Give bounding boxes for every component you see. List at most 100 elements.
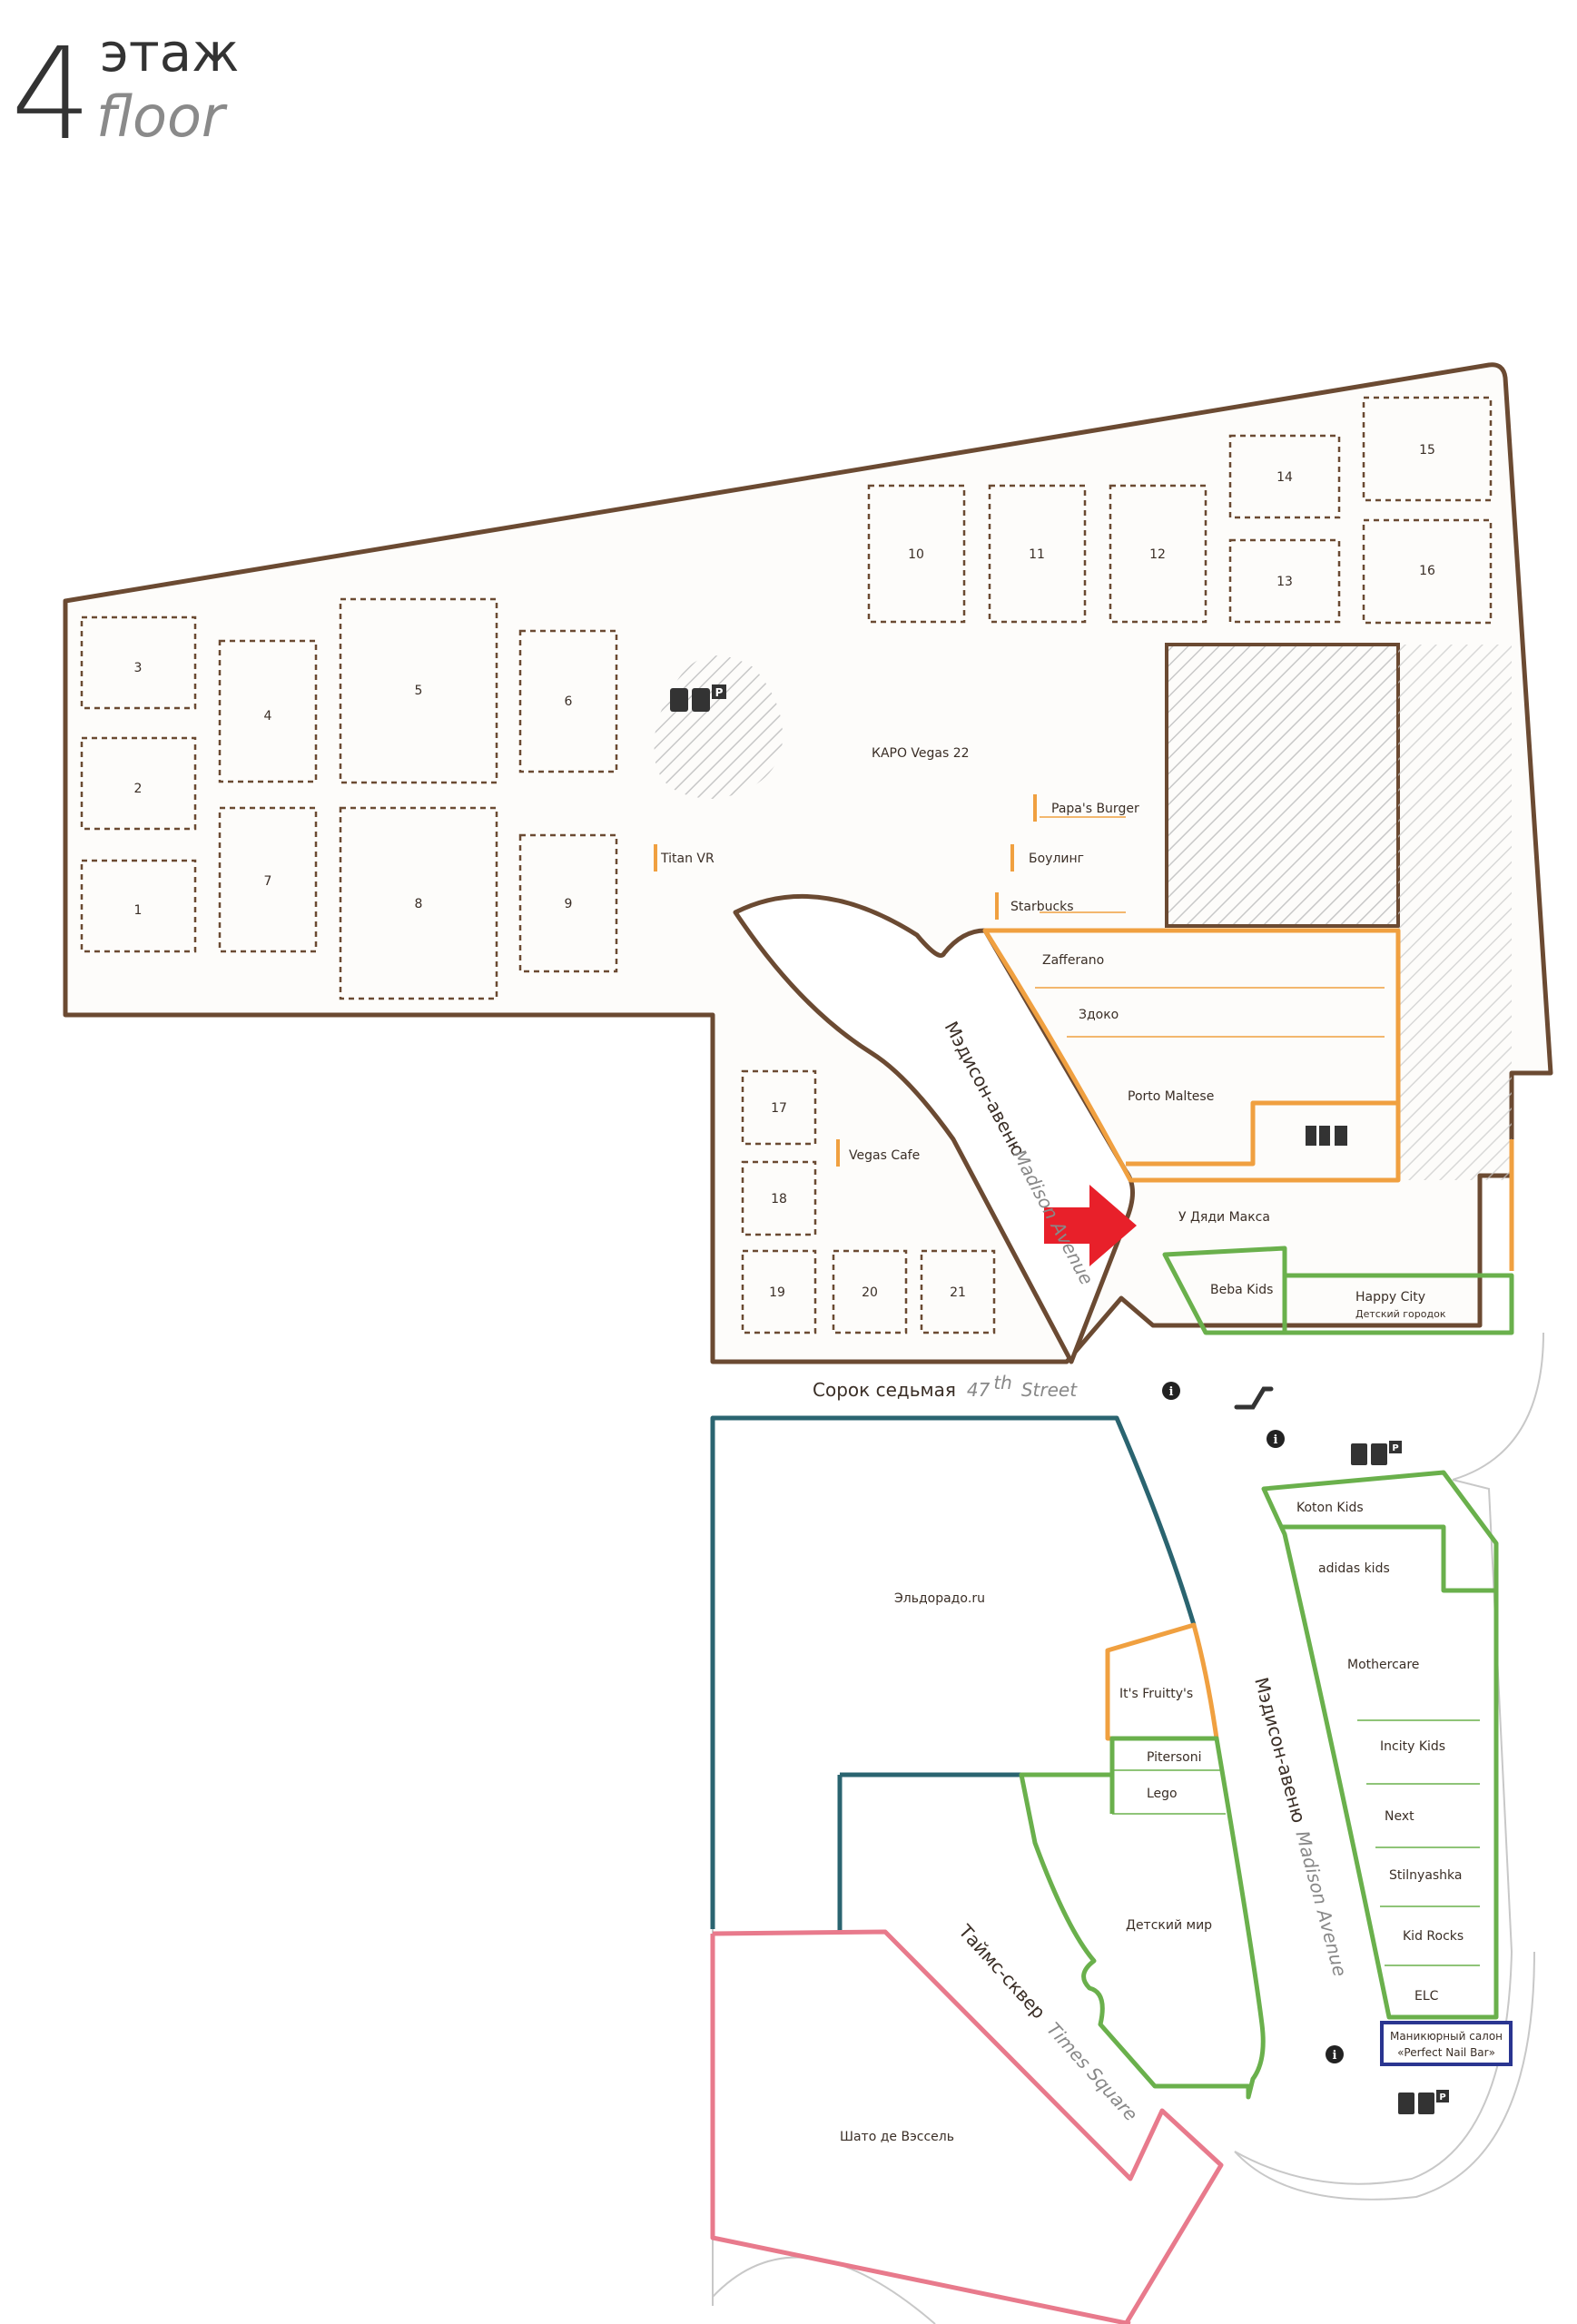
service-icons-mid [1306,1126,1347,1146]
unit-2[interactable] [80,736,197,831]
label-vegas-cafe[interactable]: Vegas Cafe [849,1148,920,1163]
label-chateau[interactable]: Шато де Вэссель [840,2130,954,2144]
label-beba-kids[interactable]: Beba Kids [1210,1283,1273,1297]
unit-16[interactable] [1362,518,1493,625]
unit-number: 12 [1149,547,1166,562]
label-happy-city-sub: Детский городок [1355,1308,1446,1320]
label-koton-kids[interactable]: Koton Kids [1296,1501,1364,1515]
parking-letter: P [1392,1443,1398,1453]
unit-number: 4 [264,709,272,724]
street-47-num: 47 [967,1379,991,1401]
elevator-icon [692,688,710,712]
street-47-ru: Сорок седьмая [813,1379,956,1401]
bottom-arc [712,2256,936,2324]
kids-zone-right [1261,1470,1499,2020]
label-eldorado[interactable]: Эльдорадо.ru [894,1591,985,1606]
parking-letter: P [715,686,724,699]
unit-15[interactable] [1362,396,1493,502]
kids-zone-lower [1019,1736,1266,2100]
label-happy-city[interactable]: Happy City [1355,1290,1425,1305]
unit-12[interactable] [1109,484,1207,624]
label-manicure-1: Маникюрный салон [1390,2030,1503,2043]
street-times-ru: Таймс-сквер [954,1920,1050,2024]
food-court [982,928,1514,1271]
street-madison-lower-ru: Мэдисон-авеню [1250,1675,1310,1825]
accessible-icon [1335,1126,1347,1146]
unit-number: 14 [1276,470,1293,485]
label-porto[interactable]: Porto Maltese [1128,1089,1214,1104]
label-bowling[interactable]: Боулинг [1029,852,1084,866]
unit-19[interactable] [741,1249,817,1334]
label-incity-kids[interactable]: Incity Kids [1380,1739,1445,1754]
label-zdoko[interactable]: Здоко [1079,1008,1119,1022]
info-letter: i [1333,2049,1337,2063]
eldorado-outline [710,1415,1197,1934]
restroom-icon [670,688,688,712]
you-are-here-arrow [1044,1185,1137,1266]
label-lego[interactable]: Lego [1147,1787,1178,1801]
unit-number: 11 [1029,547,1045,562]
lower-plaza-edge [1234,1951,1535,2201]
unit-number: 3 [134,661,143,675]
info-points: i i i [1162,1382,1344,2063]
label-next[interactable]: Next [1385,1809,1414,1824]
unit-13[interactable] [1228,538,1341,624]
unit-8[interactable] [339,806,498,1000]
upper-building-outline [63,362,1553,1364]
label-karo[interactable]: КАРО Vegas 22 [872,746,970,761]
label-starbucks[interactable]: Starbucks [1010,900,1074,914]
chateau-outline [710,1929,1224,2324]
unit-21[interactable] [920,1249,996,1334]
unit-number: 17 [771,1101,787,1116]
koton-adidas-divider [1280,1524,1496,1593]
info-letter: i [1169,1385,1174,1399]
label-kid-rocks[interactable]: Kid Rocks [1403,1929,1464,1944]
hatched-area-right [1165,643,1400,928]
unit-number: 6 [565,694,573,709]
unit-18[interactable] [741,1160,817,1236]
unit-3[interactable] [80,615,197,710]
label-titan[interactable]: Titan VR [660,852,715,866]
unit-11[interactable] [988,484,1087,624]
unit-6[interactable] [518,629,618,773]
service-icons-bottom: P [1398,2090,1449,2114]
label-fruitty[interactable]: It's Fruitty's [1119,1687,1193,1701]
kids-zone-upper [1162,1246,1514,1335]
unit-14[interactable] [1228,434,1341,519]
unit-1[interactable] [80,859,197,953]
floor-label-en: floor [96,84,228,150]
parking-letter: P [1439,2093,1445,2102]
manicure-salon-box[interactable] [1380,2021,1513,2066]
label-adidas-kids[interactable]: adidas kids [1318,1561,1390,1576]
info-letter: i [1274,1433,1278,1447]
info-icon[interactable] [1326,2045,1344,2063]
label-detskiy-mir[interactable]: Детский мир [1126,1918,1212,1933]
street-times-en: Times Square [1042,2018,1142,2125]
label-dyadi-maksa[interactable]: У Дяди Макса [1178,1210,1270,1225]
info-icon[interactable] [1267,1430,1285,1448]
label-pitersoni[interactable]: Pitersoni [1147,1750,1202,1765]
unit-9[interactable] [518,833,618,973]
label-manicure-2[interactable]: «Perfect Nail Bar» [1397,2046,1495,2059]
label-elc[interactable]: ELC [1414,1989,1439,2004]
unit-20[interactable] [832,1249,908,1334]
label-stilnyashka[interactable]: Stilnyashka [1389,1868,1463,1883]
unit-10[interactable] [867,484,966,624]
koton-kids-outline [1261,1470,1499,2020]
unit-number: 5 [415,684,423,698]
unit-17[interactable] [741,1069,817,1146]
unit-4[interactable] [218,639,318,783]
label-ticks [654,794,1126,1167]
lower-building-outline [712,1332,1544,2306]
label-mothercare[interactable]: Mothercare [1347,1658,1419,1672]
label-papas[interactable]: Papa's Burger [1051,802,1139,816]
unit-number: 9 [565,897,573,911]
street-47-sup: th [993,1372,1012,1393]
info-icon[interactable] [1162,1382,1180,1400]
restroom-icon [1418,2093,1434,2114]
floor-label-ru: этаж [100,22,239,84]
unit-number: 15 [1419,443,1435,458]
restroom-icon [1371,1443,1387,1465]
unit-number: 16 [1419,564,1435,578]
label-zafferano[interactable]: Zafferano [1042,953,1104,968]
